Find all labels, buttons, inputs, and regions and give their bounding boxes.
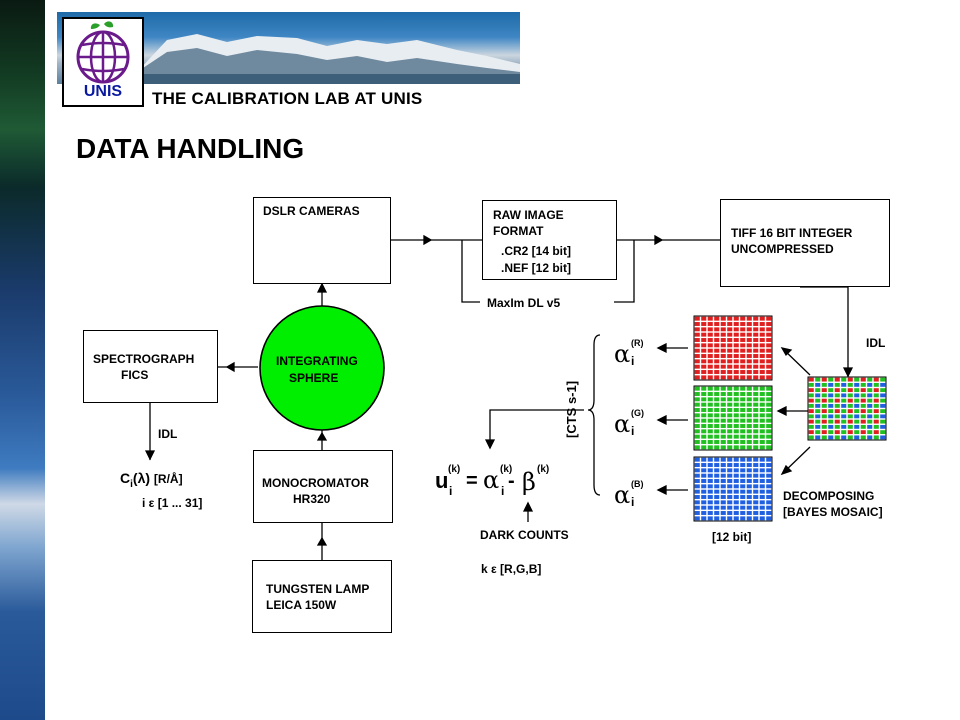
maxim-bracket-left (461, 240, 480, 303)
alpha-g-sub: i (631, 424, 635, 438)
alpha-r-sub: i (631, 354, 635, 368)
decomposing-line2: [BAYES MOSAIC] (783, 505, 883, 519)
maxim-dl-label: MaxIm DL v5 (487, 296, 561, 310)
mountain-landscape (137, 34, 520, 84)
dslr-cameras-box (253, 197, 391, 284)
eq-alpha-sup: (k) (500, 464, 513, 475)
raw-line1: RAW IMAGE (493, 208, 564, 222)
spectrograph-box (83, 330, 218, 403)
blue-channel-grid (693, 456, 773, 522)
tiff-line1: TIFF 16 BIT INTEGER (731, 226, 853, 240)
pixel-grids (693, 315, 887, 522)
c-lambda-label: Ci(λ) [R/Å] (120, 470, 183, 490)
eq-u: u (435, 468, 449, 493)
eq-beta: β (522, 468, 536, 496)
arrow-brace-to-equation (489, 409, 584, 448)
bayer-mosaic-grid (807, 376, 887, 441)
arrow-tiff-to-mosaic (800, 286, 849, 377)
unis-logo: UNIS (62, 17, 144, 107)
dslr-cameras-label: DSLR CAMERAS (263, 204, 360, 218)
left-decorative-band (0, 0, 45, 720)
raw-cr2: .CR2 [14 bit] (501, 244, 572, 258)
alpha-b-sup: (B) (631, 479, 644, 489)
cts-label: [CTS s-1] (564, 381, 579, 438)
lamp-line2: LEICA 150W (266, 598, 337, 612)
alpha-g-sup: (G) (631, 408, 644, 418)
bit12-label: [12 bit] (712, 530, 752, 544)
eq-minus: - (508, 470, 515, 492)
idl-right-label: IDL (866, 336, 886, 350)
i-range-label: i ε [1 ... 31] (142, 496, 203, 510)
monocromator-box (253, 450, 393, 523)
sphere-line1: INTEGRATING (276, 354, 358, 368)
k-range-label: k ε [R,G,B] (481, 562, 542, 576)
tiff-box (720, 199, 890, 287)
maxim-bracket-right (614, 240, 635, 303)
alpha-b: α (614, 481, 631, 509)
alpha-r-sup: (R) (631, 338, 644, 348)
lamp-line1: TUNGSTEN LAMP (266, 582, 370, 596)
globe-logo-icon (76, 21, 130, 84)
alpha-b-sub: i (631, 495, 635, 509)
eq-alpha: α (483, 466, 500, 494)
mono-line2: HR320 (293, 492, 331, 506)
c-unit: [R/Å] (153, 472, 183, 486)
eq-beta-sup: (k) (537, 464, 550, 475)
mono-line1: MONOCROMATOR (262, 476, 369, 490)
sphere-line2: SPHERE (289, 371, 339, 385)
eq-u-sub: i (449, 484, 453, 498)
idl-left-label: IDL (158, 427, 178, 441)
c-subscript: i (130, 478, 133, 490)
spectro-line2: FICS (121, 368, 149, 382)
dark-counts-label: DARK COUNTS (480, 528, 569, 542)
page-title: DATA HANDLING (76, 133, 305, 164)
integrating-sphere-shape (259, 305, 385, 431)
alpha-brace (587, 334, 601, 496)
raw-line2: FORMAT (493, 224, 544, 238)
unis-logo-text: UNIS (83, 83, 123, 100)
alpha-g: α (614, 410, 631, 438)
spectro-line1: SPECTROGRAPH (93, 352, 195, 366)
raw-image-box (482, 200, 617, 280)
eq-equals: = (466, 470, 478, 492)
eq-u-sup: (k) (448, 464, 461, 475)
decomposing-line1: DECOMPOSING (783, 489, 875, 503)
lab-title: THE CALIBRATION LAB AT UNIS (152, 89, 423, 108)
eq-alpha-sub: i (501, 484, 505, 498)
cts-text: [CTS s-1] (564, 380, 579, 438)
tiff-line2: UNCOMPRESSED (731, 242, 834, 256)
green-channel-grid (693, 385, 773, 451)
red-channel-grid (693, 315, 773, 381)
raw-nef: .NEF [12 bit] (501, 261, 572, 275)
tungsten-lamp-box (252, 560, 392, 633)
alpha-r: α (614, 340, 631, 368)
